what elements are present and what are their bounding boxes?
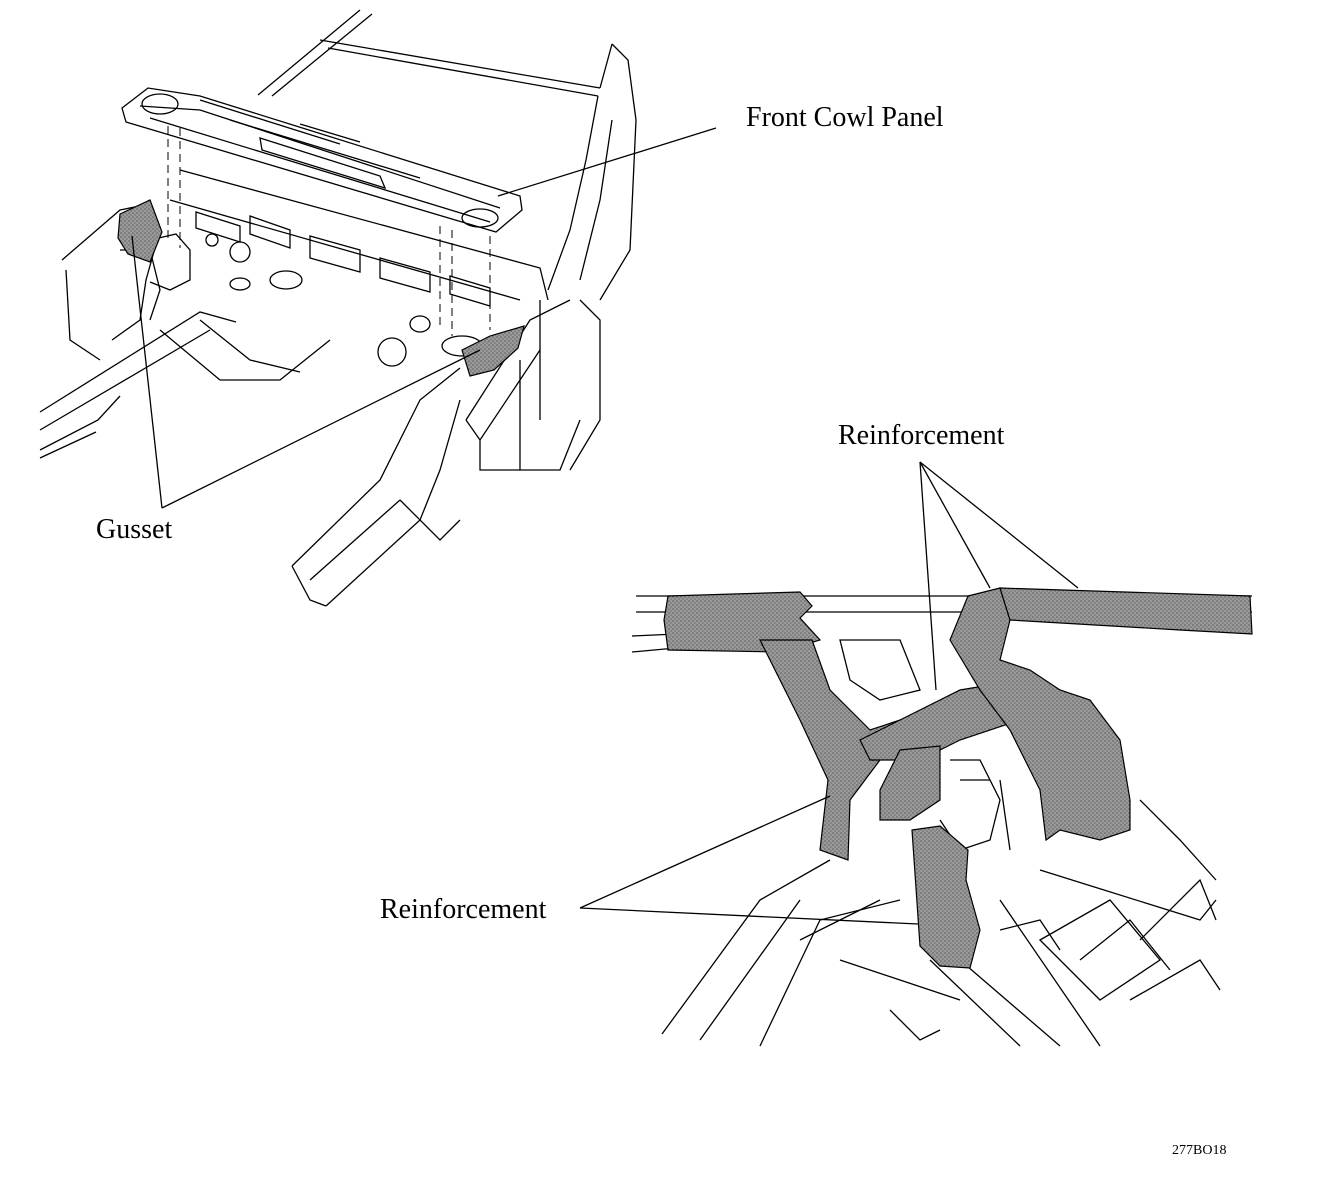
lower-pillar-reinforcement (879, 745, 941, 821)
gusset-left-part (117, 199, 163, 263)
leader-reinforcement-lower-a (579, 795, 831, 909)
front-cowl-panel-label: Front Cowl Panel (746, 102, 944, 133)
gusset-right-part (461, 325, 525, 377)
leader-lines-top (131, 127, 717, 509)
roof-rail-reinforcement-left (663, 591, 822, 653)
leader-reinforcement-upper-a (919, 461, 937, 691)
leader-lines-bottom (579, 461, 1079, 925)
floor-reinforcement (911, 825, 981, 969)
gusset-label: Gusset (96, 514, 173, 545)
reinforcement-upper-label: Reinforcement (838, 420, 1005, 451)
b-pillar-reinforcement (949, 587, 1131, 842)
pillar-assembly-drawing (632, 596, 1252, 1046)
reinforcement-parts (663, 587, 1253, 969)
leader-reinforcement-lower-b (579, 907, 919, 925)
leader-gusset-right (161, 349, 481, 509)
reinforcement-lower-label: Reinforcement (380, 894, 547, 925)
leader-gusset-left (131, 235, 163, 509)
leader-reinforcement-upper-c (919, 461, 1079, 589)
cowl-assembly-drawing (40, 10, 636, 606)
roof-rail-reinforcement-right (999, 587, 1253, 635)
leader-reinforcement-upper-b (919, 461, 991, 589)
a-pillar-reinforcement (759, 639, 902, 861)
figure-code-label: 277BO18 (1172, 1143, 1227, 1158)
leader-front-cowl-panel (497, 127, 717, 197)
